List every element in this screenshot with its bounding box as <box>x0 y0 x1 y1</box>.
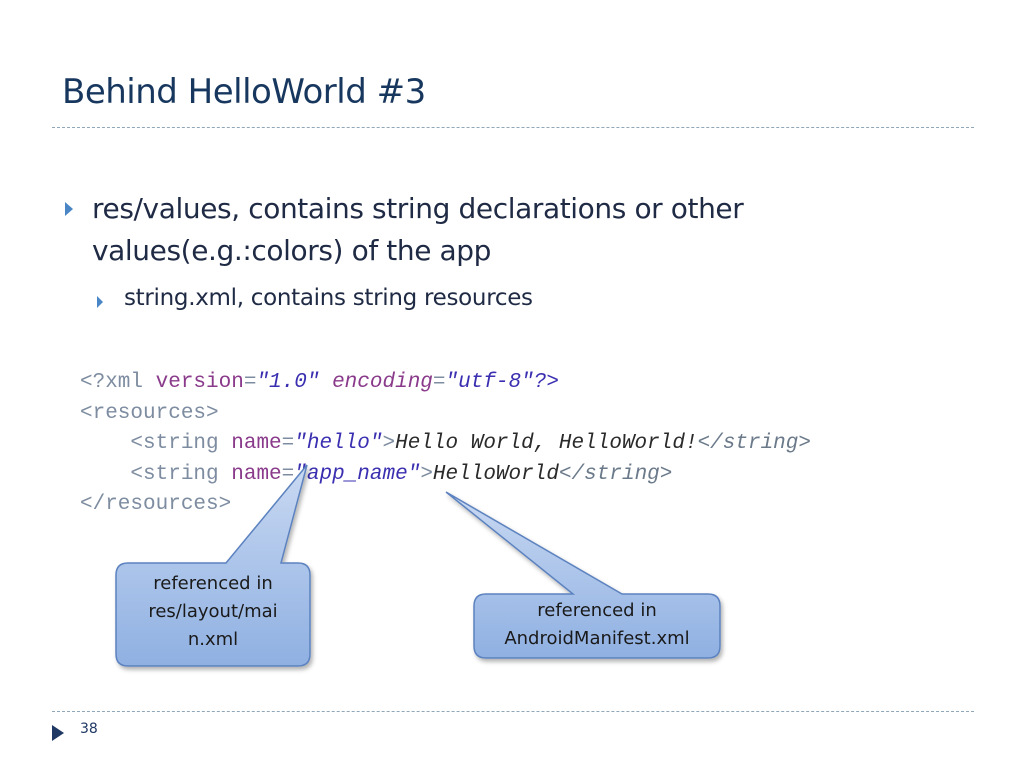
code-token: = <box>243 371 257 394</box>
code-token: </string> <box>697 432 811 455</box>
title-divider <box>52 127 974 128</box>
code-token: = <box>281 462 295 486</box>
code-token: </string> <box>558 462 673 486</box>
bullet-text-level2: string.xml, contains string resources <box>124 285 533 311</box>
sub-bullet-arrow-icon <box>97 296 103 308</box>
code-token: encoding <box>332 371 433 394</box>
code-token: ?> <box>533 371 559 394</box>
code-token: <resources> <box>80 401 219 425</box>
code-token: Hello World, HelloWorld! <box>395 432 698 455</box>
code-token: "hello" <box>294 432 383 455</box>
callout-line: AndroidManifest.xml <box>504 628 690 649</box>
footer-arrow-icon <box>52 725 64 741</box>
code-token: "utf-8" <box>445 371 534 394</box>
left-callout-text: referenced in res/layout/mai n.xml <box>116 570 310 654</box>
code-token: > <box>382 432 396 455</box>
xml-code-block: <?xml version="1.0" encoding="utf-8"?> <… <box>80 368 811 521</box>
callout-line: n.xml <box>187 629 239 650</box>
right-callout-bubble <box>445 491 721 659</box>
code-token: = <box>281 432 295 455</box>
callout-line: res/layout/mai <box>148 601 278 622</box>
callout-line: referenced in <box>537 600 657 621</box>
code-token: name <box>231 462 282 486</box>
callout-line: referenced in <box>153 573 273 594</box>
code-token: HelloWorld <box>432 462 559 486</box>
code-token: "1.0" <box>256 371 320 394</box>
left-callout-bubble <box>115 464 311 667</box>
code-token: > <box>420 462 433 486</box>
code-token: = <box>432 371 446 394</box>
bullet-arrow-icon <box>65 202 73 216</box>
footer-divider <box>52 711 974 712</box>
code-token: name <box>231 432 282 455</box>
code-token: <string <box>130 462 232 486</box>
slide-title: Behind HelloWorld #3 <box>62 72 426 112</box>
code-token: version <box>155 371 244 394</box>
right-callout-text: referenced in AndroidManifest.xml <box>474 597 720 653</box>
code-token: "app_name" <box>294 462 421 486</box>
bullet-text-level1: res/values, contains string declarations… <box>92 192 744 267</box>
page-number: 38 <box>80 721 98 737</box>
code-token: </resources> <box>80 493 232 516</box>
code-token: <?xml <box>80 371 156 394</box>
code-token: <string <box>130 432 232 455</box>
